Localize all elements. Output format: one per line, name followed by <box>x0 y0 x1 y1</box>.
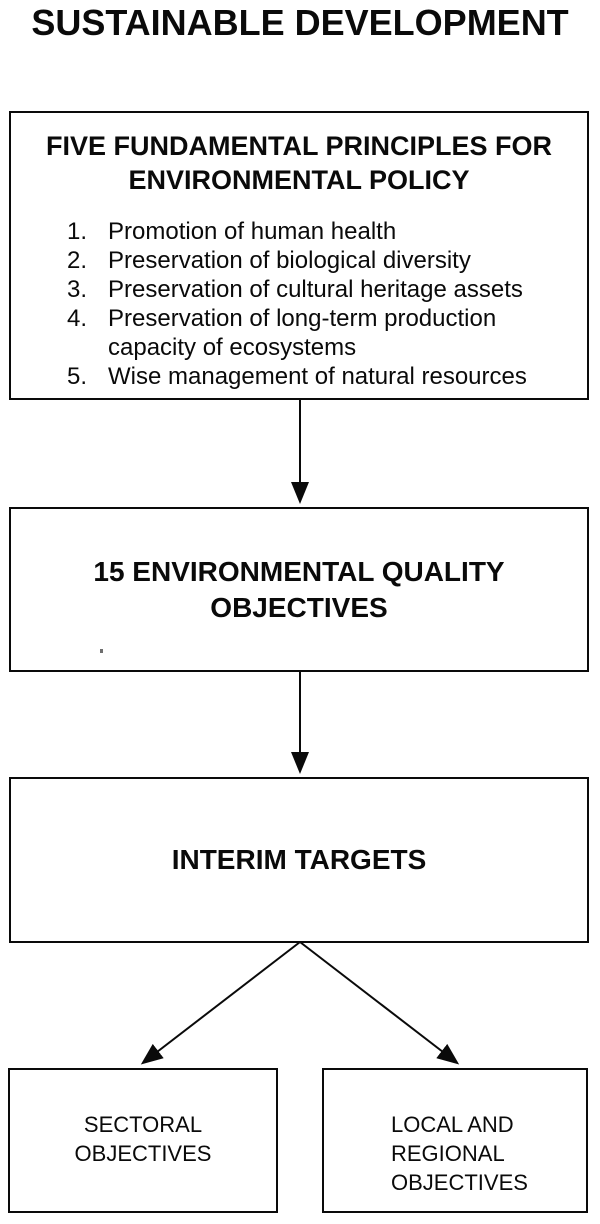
principle-item: 2. Preservation of biological diversity <box>67 246 587 275</box>
principle-item: 5. Wise management of natural resources <box>67 362 587 391</box>
principles-box: FIVE FUNDAMENTAL PRINCIPLES FOR ENVIRONM… <box>9 111 589 400</box>
arrow-interim-to-local <box>299 941 460 1065</box>
local-regional-box: LOCAL AND REGIONAL OBJECTIVES <box>322 1068 588 1213</box>
principle-item: 1. Promotion of human health <box>67 217 587 246</box>
objectives-box: 15 ENVIRONMENTAL QUALITY OBJECTIVES <box>9 507 589 672</box>
principle-number: 5. <box>67 363 88 390</box>
principle-item: 3. Preservation of cultural heritage ass… <box>67 275 587 304</box>
sectoral-line: OBJECTIVES <box>74 1141 212 1166</box>
sectoral-line: SECTORAL <box>83 1112 203 1137</box>
principle-number: 4. <box>67 305 88 332</box>
principle-number: 3. <box>67 276 88 303</box>
principle-text: Wise management of natural resources <box>108 363 527 390</box>
principle-number: 1. <box>67 218 88 245</box>
interim-box: INTERIM TARGETS <box>9 777 589 943</box>
principle-text: Promotion of human health <box>108 218 397 245</box>
scan-speck <box>100 649 103 653</box>
page-title: SUSTAINABLE DEVELOPMENT <box>31 2 569 43</box>
sectoral-box: SECTORAL OBJECTIVES <box>8 1068 278 1213</box>
principle-text: Preservation of cultural heritage assets <box>108 276 523 303</box>
arrow-interim-to-sectoral <box>140 941 301 1065</box>
local-regional-line: LOCAL AND <box>391 1112 514 1137</box>
principles-heading: FIVE FUNDAMENTAL PRINCIPLES FOR ENVIRONM… <box>45 131 552 195</box>
local-regional-line: OBJECTIVES <box>391 1170 528 1195</box>
principle-number: 2. <box>67 247 88 274</box>
local-regional-line: REGIONAL <box>391 1141 505 1166</box>
principle-item: 4. Preservation of long-term production … <box>67 304 587 362</box>
objectives-label: 15 ENVIRONMENTAL QUALITY OBJECTIVES <box>93 555 505 623</box>
principle-text: Preservation of biological diversity <box>108 247 471 274</box>
principle-text: Preservation of long-term production cap… <box>108 305 497 361</box>
principles-list: 1. Promotion of human health 2. Preserva… <box>11 217 587 391</box>
interim-label: INTERIM TARGETS <box>171 844 427 875</box>
